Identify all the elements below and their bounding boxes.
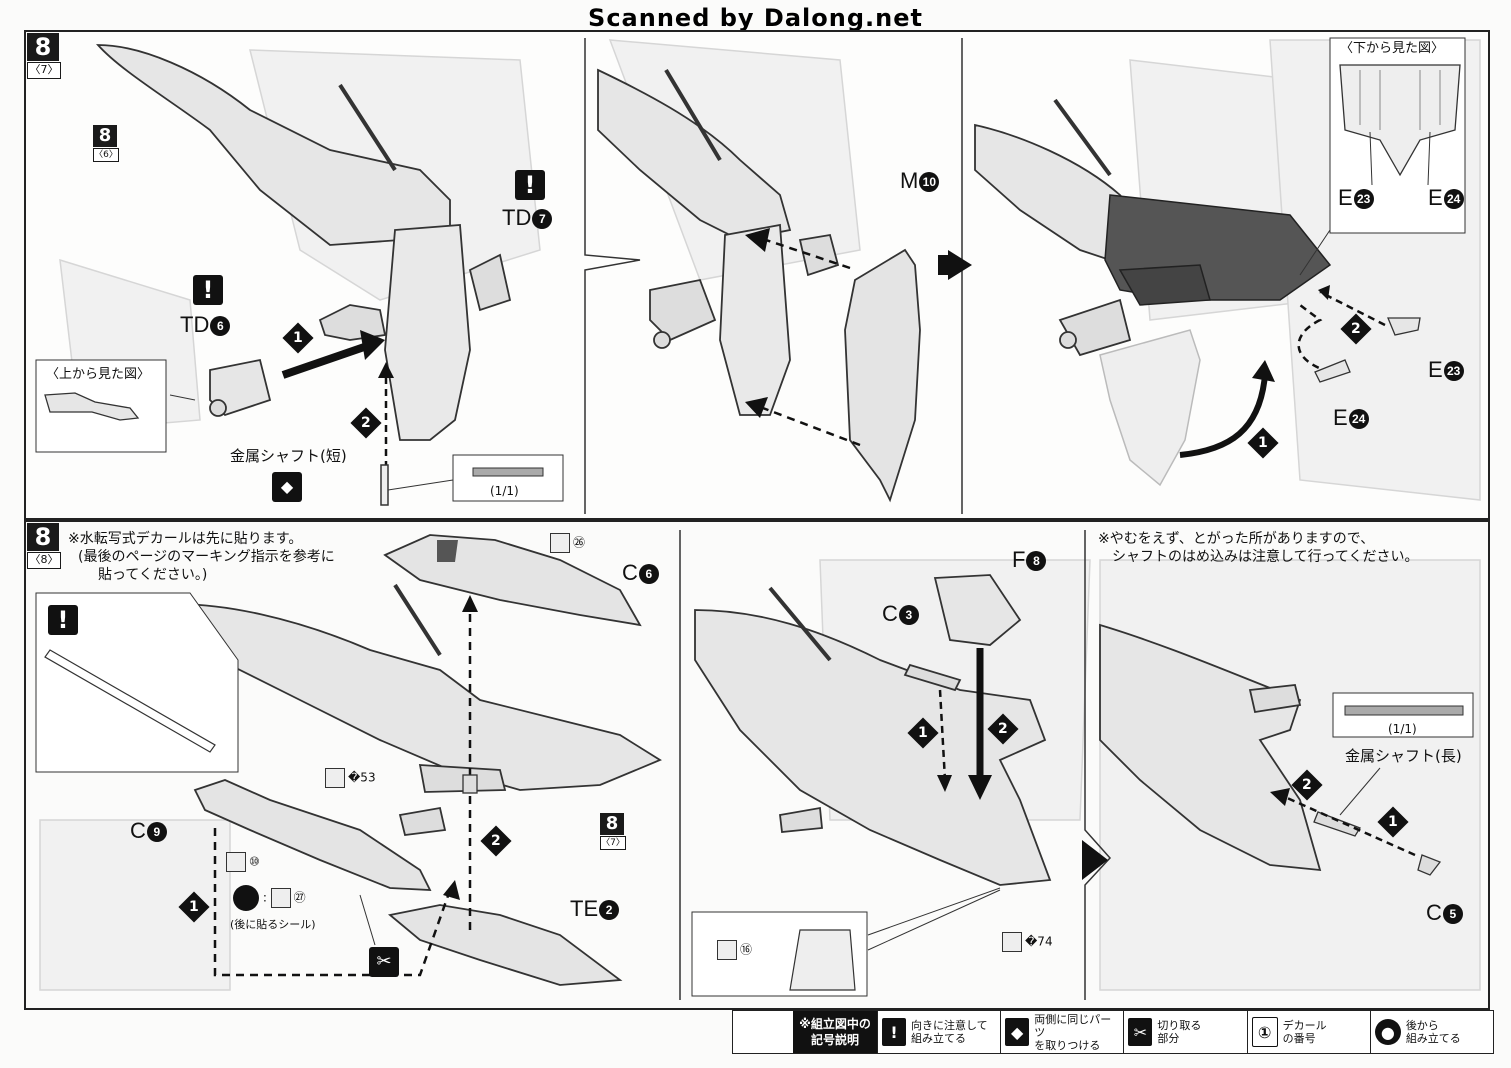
shaft-scale-top: (1/1): [490, 484, 519, 498]
ref-sub-bottom: 〈7〉: [600, 836, 626, 850]
decal-27: : ㉗: [233, 885, 306, 911]
step-badge-top: 8: [27, 33, 59, 61]
decal-10: ⑩: [226, 852, 260, 872]
shaft-short-label: 金属シャフト(短): [230, 447, 347, 465]
shaft-scale-bottom: (1/1): [1388, 722, 1417, 736]
ref-step-bottom: 8: [600, 813, 624, 835]
legend-item-both-sides: ◆ 両側に同じパーツを取りつける: [1000, 1011, 1123, 1053]
sharp-note: ※やむをえず、とがった所がありますので、 シャフトのはめ込みは注意して行ってくだ…: [1098, 531, 1419, 565]
step-sub-bottom: 〈8〉: [27, 552, 61, 569]
cut-icon: ✂: [1128, 1018, 1153, 1046]
after-seal-label: (後に貼るシール): [230, 918, 316, 931]
both-sides-icon: ◆: [272, 472, 302, 502]
bottom-panel: [24, 520, 1490, 1010]
decal-16: ⑯: [717, 940, 752, 960]
legend-item-orientation: ! 向きに注意して組み立てる: [877, 1011, 1000, 1053]
assemble-later-icon: ●: [1374, 1019, 1401, 1045]
view-from-top-label: 〈上から見た図〉: [46, 367, 151, 382]
decal-74: �74: [1002, 932, 1053, 952]
ref-sub-top: 〈6〉: [93, 148, 119, 162]
both-sides-icon: ◆: [1005, 1018, 1030, 1046]
shaft-long-label: 金属シャフト(長): [1345, 747, 1462, 765]
ref-step-top: 8: [93, 125, 117, 147]
warning-icon: !: [193, 275, 223, 305]
symbol-legend: ※組立図中の 記号説明 ! 向きに注意して組み立てる ◆ 両側に同じパーツを取り…: [732, 1010, 1494, 1054]
step-badge-bottom: 8: [27, 523, 59, 551]
decal-number-icon: ①: [1251, 1017, 1278, 1047]
legend-item-later: ● 後から組み立てる: [1369, 1011, 1493, 1053]
legend-item-cut: ✂ 切り取る部分: [1123, 1011, 1246, 1053]
step-sub-top: 〈7〉: [27, 62, 61, 79]
decal-26: ㉖: [550, 533, 585, 553]
watermark: Scanned by Dalong.net: [588, 4, 923, 32]
view-from-bottom-label: 〈下から見た図〉: [1340, 41, 1445, 56]
warning-icon: !: [48, 605, 78, 635]
decal-note: ※水転写式デカールは先に貼ります。 (最後のページのマーキング指示を参考に 貼っ…: [68, 531, 335, 583]
legend-head: ※組立図中の 記号説明: [793, 1011, 877, 1053]
legend-item-decal: ① デカールの番号: [1246, 1011, 1370, 1053]
cut-icon: ✂: [369, 947, 399, 977]
warning-icon: !: [882, 1018, 906, 1046]
warning-icon: !: [515, 170, 545, 200]
decal-53: �53: [325, 768, 376, 788]
